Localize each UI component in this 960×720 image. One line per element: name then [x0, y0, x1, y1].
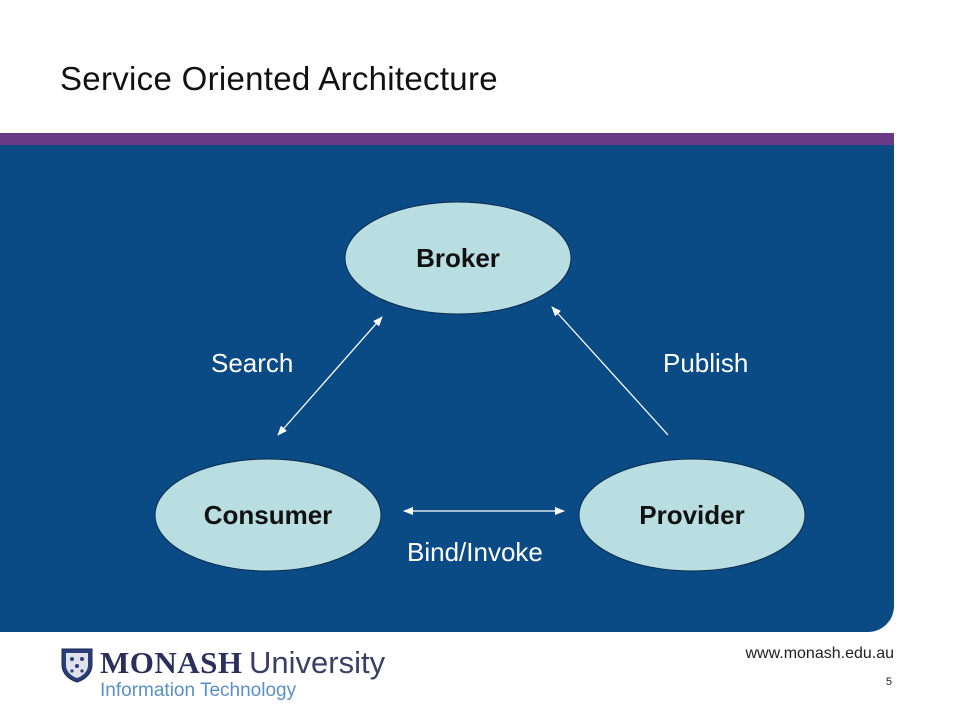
- slide-title: Service Oriented Architecture: [60, 60, 498, 97]
- footer-url: www.monash.edu.au: [745, 645, 894, 662]
- page-number: 5: [885, 676, 892, 688]
- accent-stripe: [0, 133, 894, 145]
- bind-invoke-edge-label: Bind/Invoke: [407, 537, 543, 567]
- consumer-node: Consumer: [154, 458, 382, 572]
- soa-diagram: Broker Consumer Provider Search Publish …: [154, 201, 806, 572]
- logo-subtitle: Information Technology: [100, 680, 297, 701]
- broker-label: Broker: [416, 243, 500, 273]
- consumer-label: Consumer: [204, 500, 333, 530]
- broker-node: Broker: [344, 201, 572, 315]
- monash-logo: MONASH University Information Technology: [60, 645, 385, 707]
- provider-node: Provider: [578, 458, 806, 572]
- monash-crest-icon: [61, 648, 93, 683]
- provider-label: Provider: [639, 500, 745, 530]
- publish-arrow: [551, 306, 669, 436]
- search-arrow: [277, 316, 383, 436]
- publish-edge-label: Publish: [663, 348, 748, 378]
- logo-name-regular: University: [249, 645, 386, 680]
- search-edge-label: Search: [211, 348, 293, 378]
- diagram-panel: Broker Consumer Provider Search Publish …: [0, 145, 894, 632]
- logo-name-bold: MONASH: [100, 645, 243, 680]
